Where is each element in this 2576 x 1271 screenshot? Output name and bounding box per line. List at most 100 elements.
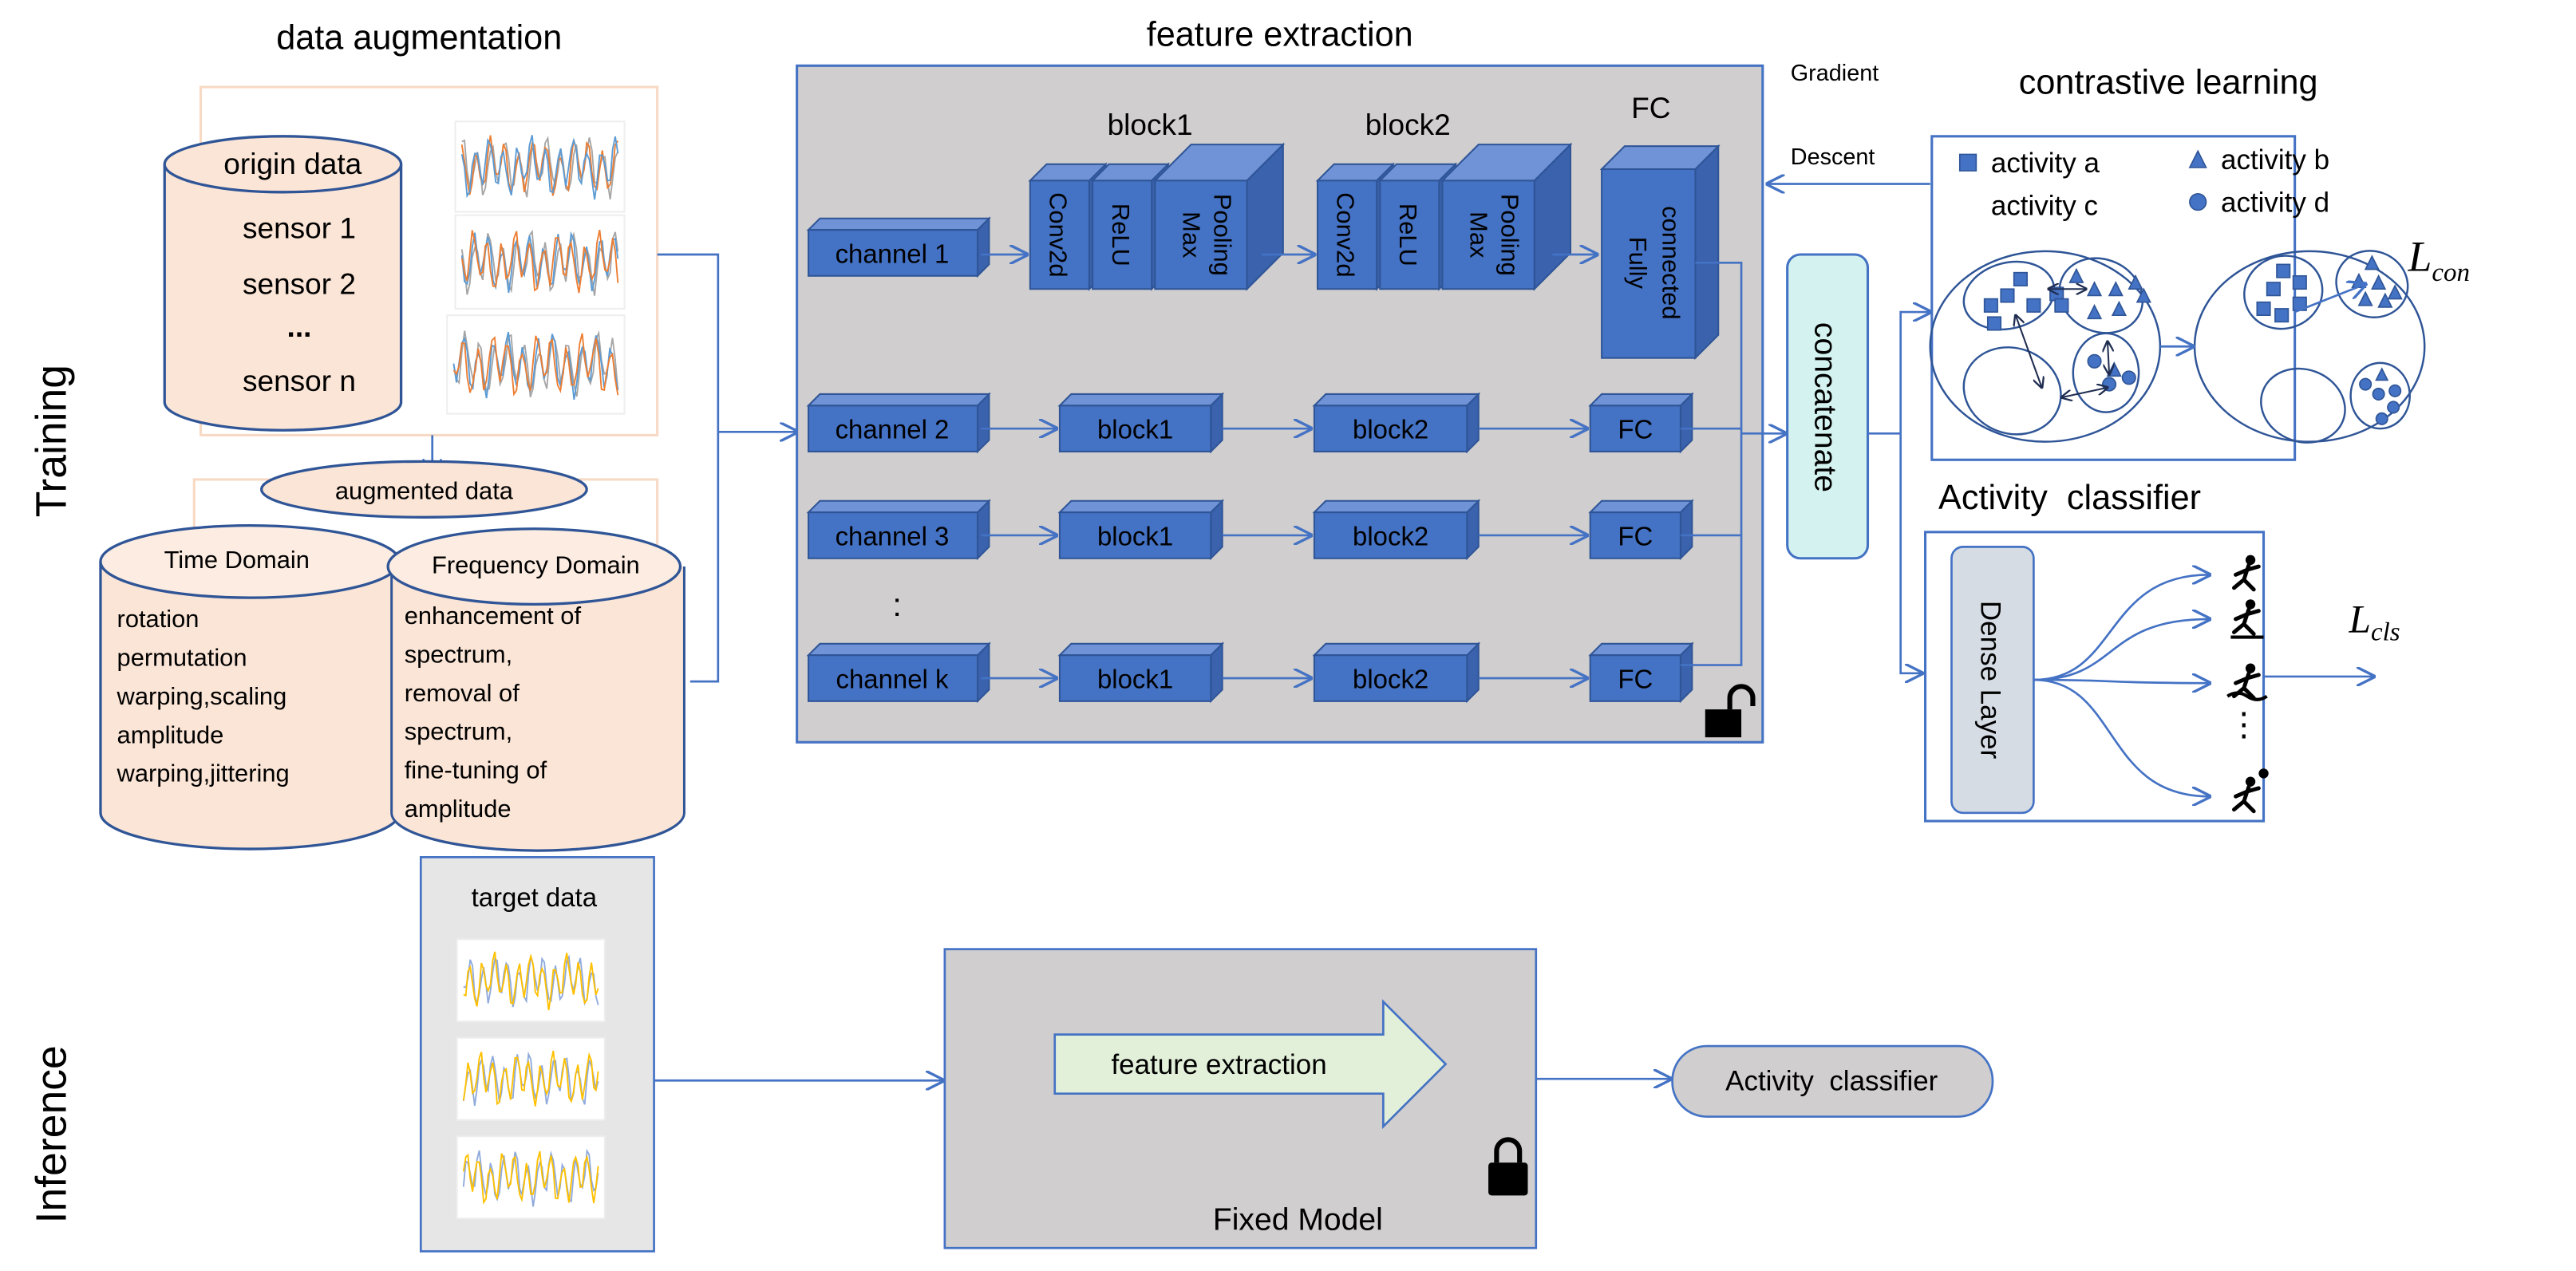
- activity-b-triangle-icon: [2128, 274, 2143, 290]
- data-augmentation-title: data augmentation: [276, 19, 562, 57]
- layer-label: Max: [1464, 211, 1492, 259]
- descent-label: Descent: [1791, 144, 1875, 170]
- block-label: block1: [1097, 521, 1173, 551]
- activity-b-triangle-icon: [2108, 281, 2124, 297]
- block-label: FC: [1618, 664, 1653, 693]
- dense-layer-label: Dense Layer: [1975, 601, 2006, 760]
- layer-label: Pooling: [1208, 194, 1236, 276]
- activity-c-crescent-icon: [2304, 386, 2313, 402]
- augmentation-method-line: enhancement of: [405, 602, 582, 630]
- augmentation-method-line: spectrum,: [405, 640, 512, 668]
- augmentation-method-line: rotation: [117, 605, 200, 633]
- contrastive-box: [1930, 135, 2297, 461]
- fixed-model-box: [943, 948, 1538, 1249]
- small-block2-box: block2: [1312, 499, 1481, 561]
- layer-label: Conv2d: [1045, 192, 1073, 277]
- activity-b-triangle-icon: [2377, 292, 2393, 308]
- channel-label: channel k: [836, 664, 949, 693]
- target-data-title: target data: [472, 882, 598, 912]
- augmentation-method-line: removal of: [405, 679, 520, 707]
- classifier-output-arrow: [2033, 619, 2209, 681]
- signal-line: [462, 1050, 599, 1107]
- locked-lock-icon: [1488, 1137, 1528, 1196]
- signal-line: [463, 951, 599, 1011]
- signal-plot: [454, 120, 626, 213]
- origin-data-title: origin data: [223, 147, 362, 180]
- activity-d-circle-icon: [2372, 387, 2385, 401]
- contrastive-pair-arrow: [2108, 341, 2109, 374]
- layer-label: Fully: [1624, 237, 1652, 290]
- block-label: block2: [1353, 664, 1428, 693]
- augmented-data-ellipse: [260, 460, 588, 519]
- activity-b-triangle-icon: [2364, 255, 2380, 270]
- block-label: FC: [1618, 415, 1653, 444]
- activity-a-square-icon: [1983, 298, 1998, 313]
- block2-label: block2: [1365, 108, 1451, 141]
- activity-b-triangle-icon: [2086, 281, 2103, 297]
- activity-b-triangle-icon: [2387, 284, 2403, 300]
- small-block2-box: block2: [1312, 641, 1481, 704]
- origin-data-cylinder: origin data sensor 1 sensor 2 ... sensor…: [163, 135, 403, 432]
- feature-extraction-title: feature extraction: [1147, 16, 1413, 54]
- classifier-ellipsis: ⋮: [2227, 706, 2260, 743]
- activity-a-square-icon: [2026, 298, 2041, 313]
- activity-b-triangle-icon: [2068, 267, 2084, 283]
- time-domain-cylinder: Time Domain rotationpermutationwarping,s…: [99, 523, 401, 851]
- block-label: block2: [1353, 521, 1428, 551]
- signal-line: [460, 229, 619, 294]
- channel-box: channel k: [806, 641, 991, 704]
- kayak-icon: [2226, 663, 2268, 701]
- frequency-domain-cylinder: Frequency Domain enhancement ofspectrum,…: [386, 527, 685, 852]
- feature-extraction-arrow: [1053, 999, 1448, 1130]
- activity-a-square-icon: [2274, 308, 2290, 323]
- cluster-ellipse: [2243, 255, 2324, 330]
- small-block1-box: block1: [1057, 392, 1225, 454]
- arrow-to-classifier: [1899, 433, 1922, 673]
- arrow-to-con-loss: [2294, 284, 2366, 314]
- layer-label: ReLU: [1107, 203, 1135, 266]
- activity-d-circle-icon: [2387, 401, 2400, 414]
- block-label: block2: [1353, 415, 1428, 444]
- fc-output-bus: [1680, 261, 1743, 666]
- channel-box: channel 3: [806, 499, 991, 561]
- signal-plot: [454, 214, 626, 310]
- augmentation-method-line: warping,scaling: [117, 682, 287, 710]
- sensor-item: sensor 2: [243, 266, 356, 300]
- activity-b-triangle-icon: [2371, 274, 2387, 290]
- layer-label: connected: [1657, 206, 1685, 319]
- legend-label: activity c: [1991, 191, 2098, 222]
- cluster-ellipse: [2349, 361, 2411, 430]
- small-block1-box: block1: [1057, 641, 1225, 704]
- layer-label: Max: [1177, 211, 1205, 259]
- activity-d-circle-icon: [2375, 412, 2388, 425]
- unlocked-lock-icon: [1705, 684, 1756, 738]
- signal-line: [460, 135, 619, 200]
- inference-classifier-label: Activity classifier: [1725, 1066, 1938, 1097]
- activity-a-square-icon: [1958, 153, 1977, 172]
- activity-d-circle-icon: [2359, 377, 2373, 391]
- activity-a-square-icon: [2292, 274, 2307, 290]
- activity-a-square-icon: [2054, 298, 2069, 313]
- channel-label: channel 3: [836, 521, 950, 551]
- layer-label: Conv2d: [1332, 192, 1360, 277]
- classifier-output-arrow: [2033, 574, 2209, 681]
- layer-label: ReLU: [1394, 203, 1422, 266]
- cluster-ellipse: [2072, 332, 2140, 413]
- inference-feature-extraction-label: feature extraction: [1111, 1049, 1326, 1080]
- activity-b-triangle-icon: [2188, 149, 2207, 168]
- legend-label: activity b: [2221, 144, 2329, 176]
- small-block1-box: block1: [1057, 499, 1225, 561]
- volleyball-icon: [2232, 768, 2269, 814]
- contrastive-pair-arrow: [2016, 315, 2042, 388]
- concatenate-box: [1786, 253, 1870, 560]
- channel-label: channel 2: [836, 415, 950, 444]
- activity-a-square-icon: [2000, 288, 2015, 303]
- block-label: FC: [1618, 521, 1653, 551]
- contrastive-title: contrastive learning: [2019, 63, 2318, 101]
- augmentation-method-line: amplitude: [405, 795, 512, 823]
- signal-line: [462, 1151, 599, 1205]
- inference-classifier-pill: [1671, 1044, 1994, 1118]
